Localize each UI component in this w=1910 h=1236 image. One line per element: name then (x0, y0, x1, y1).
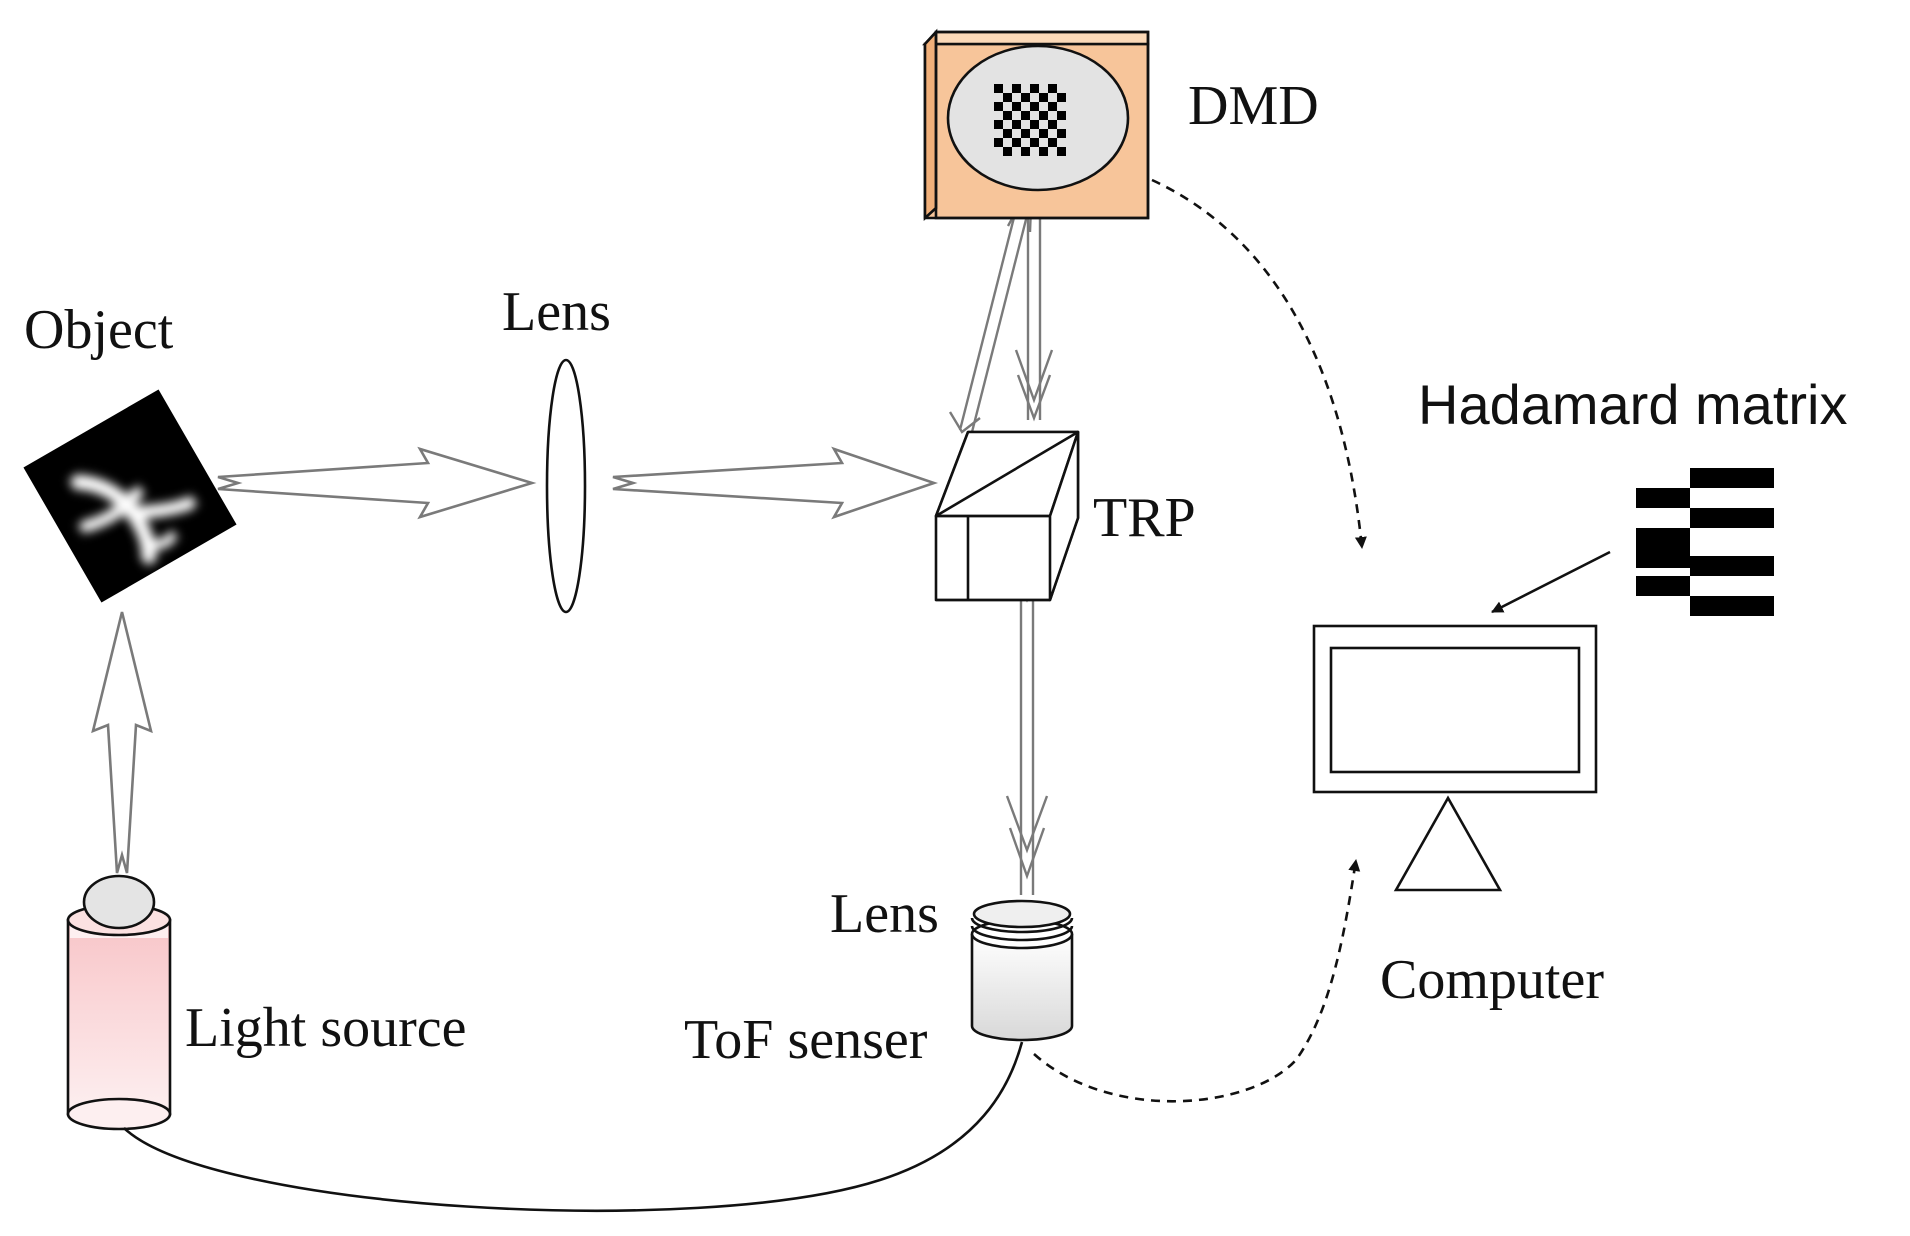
tof-to-computer-signal (1033, 859, 1361, 1103)
hadamard-to-computer-arrow (1491, 550, 1611, 614)
light-source-label: Light source (185, 997, 466, 1059)
dmd-device (922, 28, 1150, 221)
sync-cable (123, 1041, 1024, 1212)
beam-trp-to-dmd (948, 181, 1036, 434)
trp-prism (934, 430, 1080, 602)
light-source (66, 874, 172, 1131)
lens-top (545, 358, 587, 614)
beam-trp-to-tof-lens (1005, 560, 1049, 895)
hadamard-stripes-pattern-icon (1636, 468, 1774, 616)
tof-sensor (970, 899, 1074, 1042)
computer-label: Computer (1380, 949, 1604, 1011)
beam-source-to-object (91, 611, 153, 874)
beam-object-to-lens (217, 446, 537, 520)
lens-bottom-label: Lens (830, 883, 939, 945)
tof-sensor-label: ToF senser (684, 1009, 928, 1071)
computer-monitor (1312, 624, 1598, 892)
trp-label: TRP (1093, 487, 1196, 549)
lens-top-label: Lens (502, 281, 611, 343)
object-label: Object (24, 299, 174, 361)
tof-lens (972, 899, 1072, 929)
checkerboard-pattern-icon (994, 84, 1066, 156)
hadamard-label: Hadamard matrix (1418, 373, 1847, 436)
object-image (23, 389, 237, 603)
beam-lens-to-trp (612, 446, 939, 520)
dmd-to-computer-signal (1151, 178, 1367, 549)
dmd-label: DMD (1188, 75, 1319, 137)
